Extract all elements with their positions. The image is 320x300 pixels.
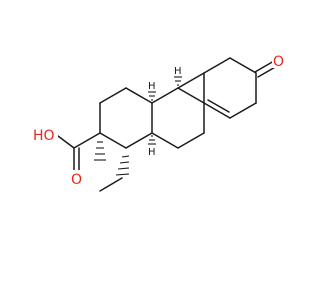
acid-oxygen-label: O — [71, 172, 82, 188]
stereo-h-wedge-2 — [174, 76, 182, 86]
bond — [229, 102, 257, 119]
acid-oh-bond — [57, 135, 75, 149]
hydroxyl-label: HO — [33, 128, 55, 144]
structure-diagram: O O HO H H H — [32, 52, 286, 192]
ethyl-bond — [99, 177, 123, 192]
molecule-canvas: O O HO H H H — [32, 52, 286, 192]
stereo-h-label-2: H — [174, 66, 182, 77]
bond — [125, 132, 153, 149]
ketone-double-bond — [254, 60, 275, 73]
ketone-oxygen-label: O — [273, 54, 284, 70]
bond — [151, 132, 179, 149]
bond — [177, 87, 205, 104]
acid-carbon-bond — [73, 132, 101, 149]
stereo-h-label-1: H — [148, 81, 156, 92]
bond — [99, 132, 127, 149]
bond — [99, 87, 127, 104]
ethyl-hashed-wedge — [115, 155, 130, 176]
bond — [151, 87, 179, 104]
bond — [203, 102, 231, 119]
bond — [177, 132, 205, 149]
stereo-h-label-3: H — [148, 147, 156, 158]
bond — [177, 72, 205, 89]
bond — [125, 87, 153, 104]
bond — [203, 57, 231, 74]
bond-double-inner — [207, 99, 230, 113]
stereo-h-wedge-1 — [148, 91, 156, 101]
bond — [229, 57, 257, 74]
stereo-h-wedge-3 — [148, 135, 156, 145]
methyl-hashed-wedge — [94, 141, 106, 161]
